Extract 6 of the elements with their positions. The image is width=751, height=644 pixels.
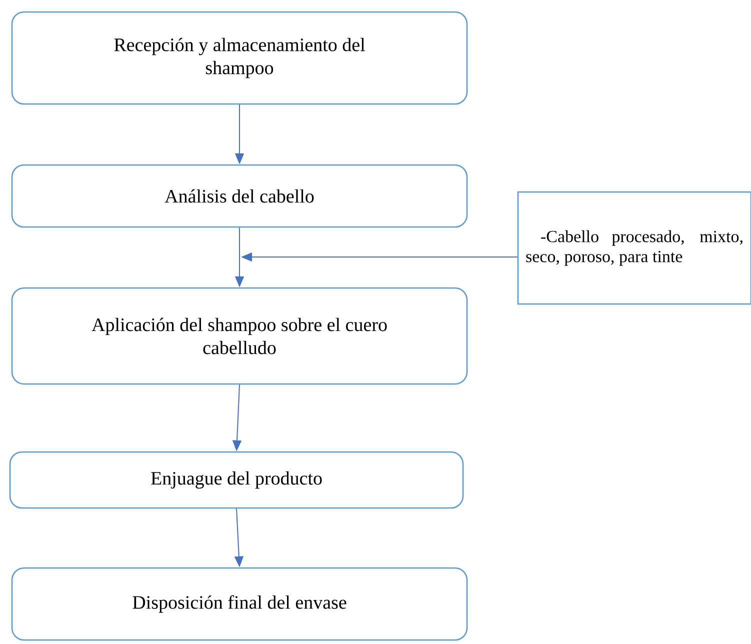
process-box: Análisis del cabello: [11, 164, 468, 228]
process-box: Disposición final del envase: [11, 567, 468, 641]
process-box: Enjuague del producto: [9, 451, 464, 509]
process-box: Aplicación del shampoo sobre el cuero cabelludo: [11, 287, 468, 385]
process-box: Recepción y almacenamiento del shampoo: [11, 11, 468, 105]
note-box: -Cabello procesado, mixto, seco, poroso, para tinte: [517, 191, 751, 305]
